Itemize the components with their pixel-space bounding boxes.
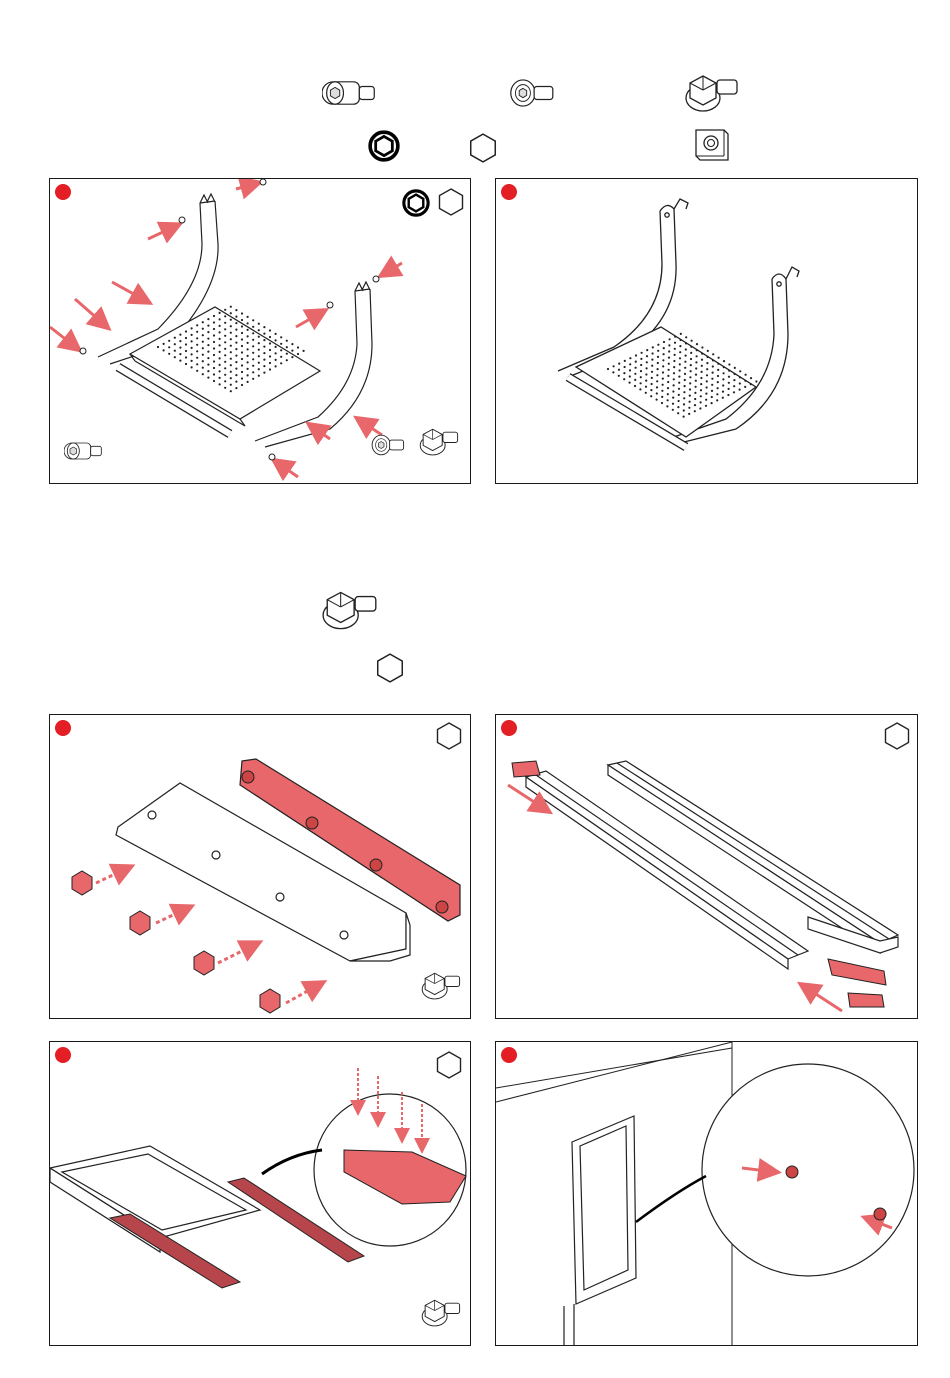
flange-hex-bolt-icon bbox=[420, 967, 464, 1003]
step-6-panel bbox=[495, 1041, 918, 1346]
step-2-panel bbox=[495, 178, 918, 484]
hex-wrench-icon bbox=[374, 652, 406, 684]
hex-wrench-icon bbox=[467, 132, 499, 164]
flange-hex-bolt-icon bbox=[418, 423, 462, 459]
step-4-panel bbox=[495, 714, 918, 1019]
hex-socket-tool-bold-icon bbox=[368, 130, 400, 162]
button-head-bolt-icon bbox=[508, 74, 564, 112]
wall-bracket-install bbox=[496, 1042, 918, 1346]
square-nut-plate-icon bbox=[692, 124, 732, 164]
parts-legend-top bbox=[0, 0, 950, 175]
step-5-panel bbox=[49, 1041, 471, 1346]
frame-rails-mounting bbox=[50, 1042, 471, 1346]
step-1-panel bbox=[49, 178, 471, 484]
bracket-plate-bolting bbox=[50, 715, 471, 1019]
flange-hex-bolt-icon bbox=[420, 1294, 464, 1330]
flange-hex-bolt-icon bbox=[683, 68, 743, 116]
footrest-assembled bbox=[496, 179, 918, 484]
button-head-bolt-icon bbox=[370, 431, 412, 459]
socket-head-bolt-icon bbox=[64, 437, 104, 465]
flange-hex-bolt-icon bbox=[320, 584, 382, 634]
step-3-panel bbox=[49, 714, 471, 1019]
socket-head-bolt-icon bbox=[322, 74, 378, 112]
parts-legend-middle bbox=[0, 580, 950, 690]
rail-end-caps bbox=[496, 715, 918, 1019]
